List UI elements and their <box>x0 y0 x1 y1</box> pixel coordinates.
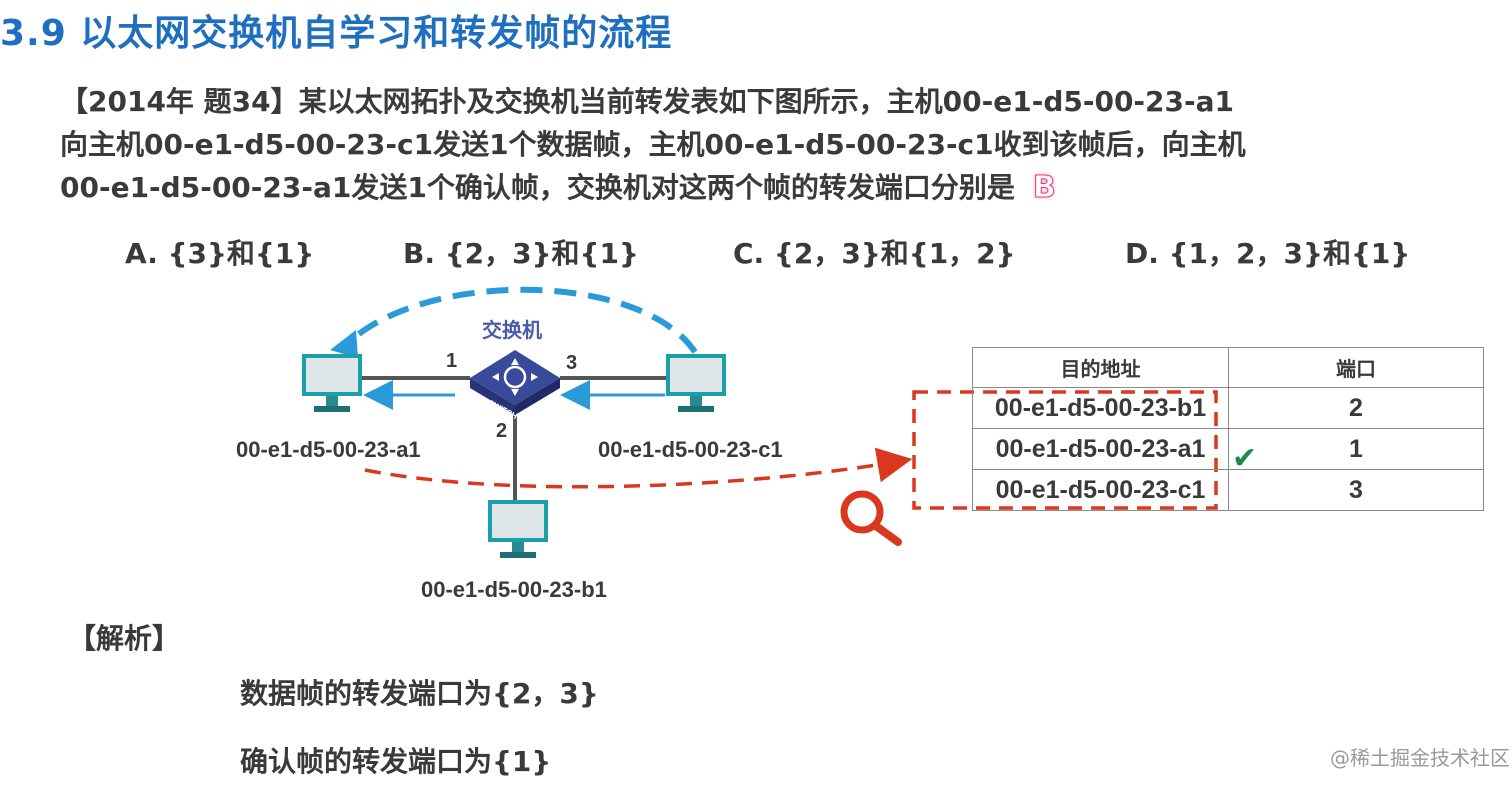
ack-dashed-arc <box>342 286 698 354</box>
row-port: 1 <box>1228 428 1484 470</box>
option-b: B. {2，3}和{1} <box>403 237 639 270</box>
row-port: 2 <box>1228 387 1484 429</box>
host-c1-monitor-icon <box>666 354 726 412</box>
analysis-heading: 【解析】 <box>68 622 181 655</box>
option-d: D. {1，2，3}和{1} <box>1125 237 1411 270</box>
row-address: 00-e1-d5-00-23-a1 <box>972 428 1229 470</box>
host-c1-label: 00-e1-d5-00-23-c1 <box>598 437 783 462</box>
port-3-label: 3 <box>566 352 578 374</box>
header-dest-address: 目的地址 <box>972 347 1229 388</box>
lookup-dashed-arrow <box>364 447 913 489</box>
row-address: 00-e1-d5-00-23-b1 <box>972 387 1229 429</box>
host-a1-monitor-icon <box>302 354 362 412</box>
analysis-line-2: 确认帧的转发端口为{1} <box>240 745 552 778</box>
question-line-1: 【2014年 题34】某以太网拓扑及交换机当前转发表如下图所示，主机00-e1-… <box>60 85 1235 118</box>
magnifier-icon <box>840 490 902 546</box>
answer-badge: B <box>1032 170 1056 206</box>
analysis-line-1: 数据帧的转发端口为{2，3} <box>240 677 599 710</box>
host-b1-label: 00-e1-d5-00-23-b1 <box>421 577 607 602</box>
question-line-3: 00-e1-d5-00-23-a1发送1个确认帧，交换机对这两个帧的转发端口分别… <box>60 166 1480 209</box>
watermark: @稀土掘金技术社区 <box>1330 746 1510 770</box>
header-port: 端口 <box>1228 347 1484 388</box>
row-address: 00-e1-d5-00-23-c1 <box>972 469 1229 511</box>
table-row: 00-e1-d5-00-23-b1 2 <box>972 387 1484 429</box>
ack-arc-arrowhead <box>330 330 358 358</box>
table-row: 00-e1-d5-00-23-c1 3 <box>972 469 1484 511</box>
switch-label: 交换机 <box>482 318 542 342</box>
option-c: C. {2，3}和{1，2} <box>733 237 1016 270</box>
option-a: A. {3}和{1} <box>125 237 315 270</box>
switch-icon: SWITCH <box>470 350 560 421</box>
page-title: 3.9 以太网交换机自学习和转发帧的流程 <box>0 13 673 54</box>
host-b1-monitor-icon <box>488 500 548 558</box>
checkmark-icon: ✔ <box>1232 441 1258 476</box>
port-1-label: 1 <box>446 350 458 372</box>
host-a1-label: 00-e1-d5-00-23-a1 <box>236 437 421 462</box>
question-line-3-text: 00-e1-d5-00-23-a1发送1个确认帧，交换机对这两个帧的转发端口分别… <box>60 171 1015 204</box>
question-text: 【2014年 题34】某以太网拓扑及交换机当前转发表如下图所示，主机00-e1-… <box>60 80 1480 209</box>
port-2-label: 2 <box>496 420 508 442</box>
row-port: 3 <box>1228 469 1484 511</box>
table-row: 00-e1-d5-00-23-a1 1 <box>972 428 1484 470</box>
forwarding-table: 目的地址 端口 00-e1-d5-00-23-b1 2 00-e1-d5-00-… <box>972 347 1484 511</box>
question-line-2: 向主机00-e1-d5-00-23-c1发送1个数据帧，主机00-e1-d5-0… <box>60 128 1246 161</box>
